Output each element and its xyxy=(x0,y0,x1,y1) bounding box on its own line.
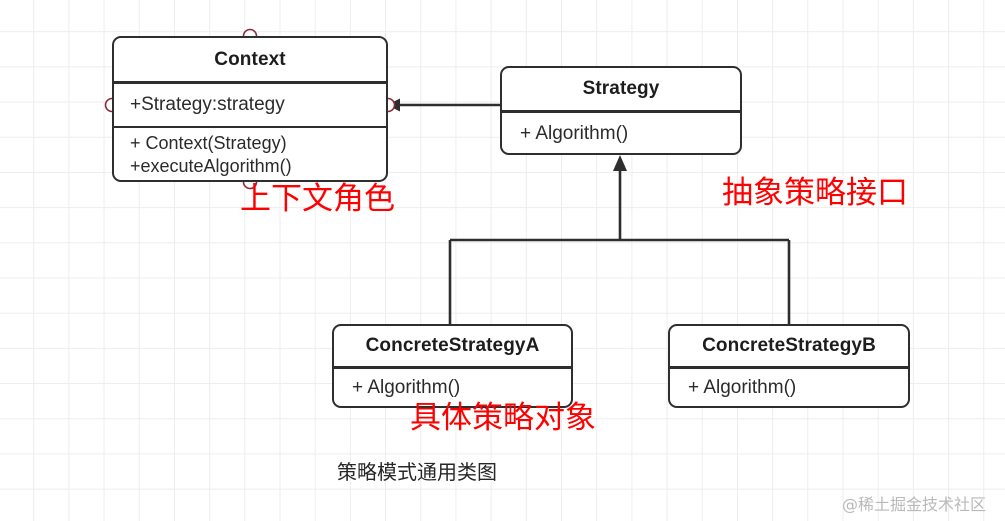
annotation-concrete-strategy: 具体策略对象 xyxy=(410,400,596,436)
association-strategy-to-context xyxy=(387,98,500,112)
operation-row: + Algorithm() xyxy=(688,377,797,399)
class-name-concrete-strategy-b: ConcreteStrategyB xyxy=(702,335,876,356)
class-box-strategy[interactable]: Strategy + Algorithm() xyxy=(500,66,742,155)
compartment-divider xyxy=(114,125,386,129)
operations-compartment-concrete-a: + Algorithm() xyxy=(334,369,571,406)
compartment-divider xyxy=(502,110,740,113)
class-name-concrete-strategy-a: ConcreteStrategyA xyxy=(365,335,540,356)
compartment-divider xyxy=(114,81,386,84)
attributes-compartment-context: +Strategy:strategy xyxy=(114,84,386,126)
operation-row: + Algorithm() xyxy=(352,377,461,399)
class-box-context[interactable]: Context +Strategy:strategy + Context(Str… xyxy=(112,36,388,182)
annotation-context-role: 上下文角色 xyxy=(240,181,395,217)
operations-compartment-concrete-b: + Algorithm() xyxy=(670,369,908,406)
operations-compartment-strategy: + Algorithm() xyxy=(502,113,740,153)
generalization-trunk xyxy=(448,155,791,325)
compartment-divider xyxy=(670,366,908,369)
class-name-strategy: Strategy xyxy=(582,78,660,99)
diagram-caption: 策略模式通用类图 xyxy=(337,460,497,484)
attribute-row: +Strategy:strategy xyxy=(130,93,285,115)
class-box-concrete-strategy-a[interactable]: ConcreteStrategyA + Algorithm() xyxy=(332,324,573,408)
operation-row: +executeAlgorithm() xyxy=(130,155,292,176)
operations-compartment-context: + Context(Strategy) +executeAlgorithm() xyxy=(114,128,386,180)
operation-row: + Algorithm() xyxy=(520,122,629,144)
annotation-abstract-strategy: 抽象策略接口 xyxy=(722,175,908,211)
class-name-context: Context xyxy=(214,48,286,70)
operation-row: + Context(Strategy) xyxy=(130,133,287,154)
compartment-divider xyxy=(334,366,571,369)
class-box-concrete-strategy-b[interactable]: ConcreteStrategyB + Algorithm() xyxy=(668,324,910,408)
watermark-label: @稀土掘金技术社区 xyxy=(842,495,987,514)
